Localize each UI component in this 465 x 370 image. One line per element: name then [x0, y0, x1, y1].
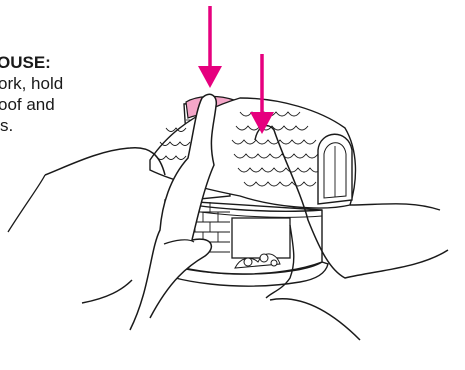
house-window [231, 217, 291, 259]
instruction-line-3: s. [0, 116, 14, 135]
flower-box [234, 253, 281, 269]
instruction-caption: OUSE: ork, hold oof and s. [0, 52, 170, 136]
instruction-heading: OUSE: [0, 53, 51, 72]
instruction-line-1: ork, hold [0, 74, 64, 93]
left-hand [129, 93, 218, 331]
down-arrow-icon [250, 54, 274, 134]
roof-shingles [155, 111, 323, 187]
instruction-line-2: oof and [0, 95, 55, 114]
down-arrow-icon [198, 6, 222, 88]
house-door [317, 133, 353, 205]
right-hand [254, 124, 449, 341]
